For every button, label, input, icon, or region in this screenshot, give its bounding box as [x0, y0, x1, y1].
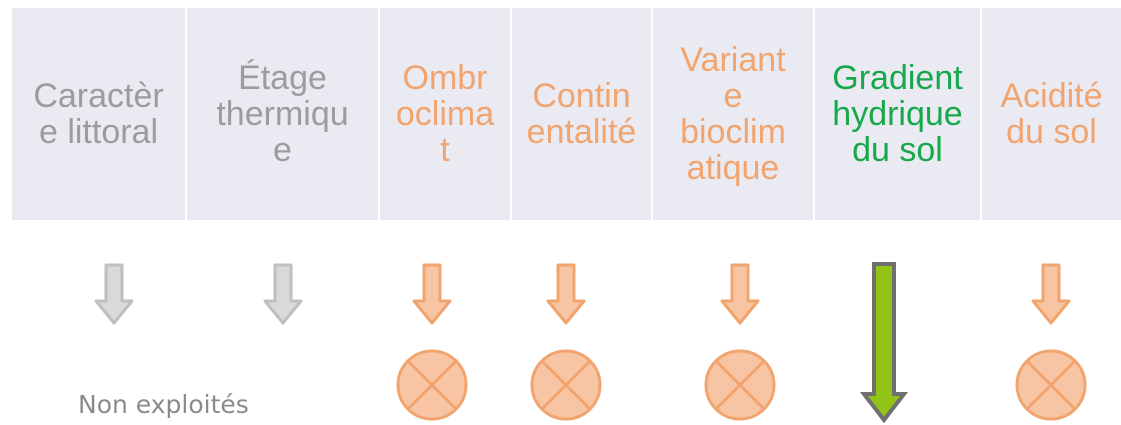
crossed-circle-icon: [1015, 349, 1087, 421]
criterion-variante-bioclimatique: Variant e bioclim atique: [653, 8, 813, 220]
green-long-down-arrow-icon: [859, 262, 909, 424]
criterion-acidite-du-sol: Acidité du sol: [982, 8, 1121, 220]
orange-down-arrow-icon: [720, 263, 760, 325]
criterion-continentalite: Contin entalité: [512, 8, 651, 220]
non-exploites-note: Non exploités: [78, 390, 249, 419]
criterion-etage-thermique: Étage thermiqu e: [187, 8, 378, 220]
orange-down-arrow-icon: [546, 263, 586, 325]
crossed-circle-icon: [396, 349, 468, 421]
gray-down-arrow-icon: [263, 263, 303, 325]
orange-down-arrow-icon: [1031, 263, 1071, 325]
criterion-caractere-littoral: Caractèr e littoral: [12, 8, 185, 220]
criterion-gradient-hydrique: Gradient hydrique du sol: [815, 8, 980, 220]
gray-down-arrow-icon: [94, 263, 134, 325]
crossed-circle-icon: [530, 349, 602, 421]
criteria-header-row: Caractèr e littoral Étage thermiqu e Omb…: [12, 8, 1121, 220]
crossed-circle-icon: [704, 349, 776, 421]
criterion-ombroclimat: Ombr oclima t: [380, 8, 510, 220]
orange-down-arrow-icon: [412, 263, 452, 325]
